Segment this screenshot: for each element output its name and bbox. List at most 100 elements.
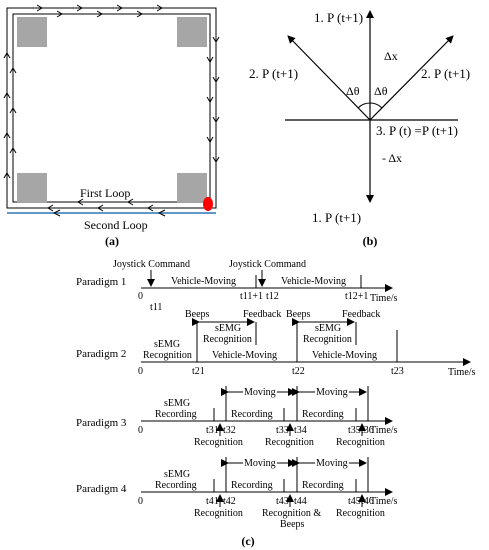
p3-t31: t31 (206, 425, 219, 436)
p4-t0: 0 (138, 496, 143, 507)
outer-loop-path (6, 7, 217, 209)
paradigm-2: Paradigm 2 Time/s Beeps Feedback Beeps F… (76, 309, 476, 378)
p2-semg-c: sEMG (315, 323, 341, 334)
down-label: 1. P (t+1) (312, 210, 361, 225)
p2-recognition-b: Recognition (203, 334, 252, 345)
p3-t0: 0 (138, 425, 143, 436)
p3-t33: t33 (276, 425, 289, 436)
direction-chevron (212, 116, 220, 123)
p2-recognition-c: Recognition (303, 334, 352, 345)
p1-t0: 0 (138, 291, 143, 302)
direction-chevron (9, 147, 17, 154)
direction-chevron (147, 204, 154, 212)
obstacle-bottom-left (17, 173, 47, 203)
p4-recognition-2a: Recognition & (262, 508, 321, 519)
p4-t46: t46 (361, 496, 374, 507)
left-label: 2. P (t+1) (249, 66, 298, 81)
dx-neg-label: - Δx (382, 151, 402, 165)
panel-a: First Loop Second Loop (a) (3, 4, 220, 248)
p3-t36: t36 (361, 425, 374, 436)
direction-chevron (3, 52, 11, 59)
direction-chevron (156, 4, 163, 12)
direction-chevron (136, 10, 143, 18)
paradigm-4: Paradigm 4 Moving Moving sEMG Recording … (76, 456, 398, 530)
p4-t44: t44 (294, 496, 307, 507)
start-marker (203, 197, 213, 211)
direction-chevron (3, 132, 11, 139)
p1-t11: t11 (150, 302, 162, 313)
p4-recording-3: Recording (302, 480, 344, 491)
diagonal-right-arrow (369, 35, 454, 121)
paradigm-1: Paradigm 1 Time/s Joystick Command Joyst… (76, 259, 398, 313)
p4-t41: t41 (206, 496, 219, 507)
right-label: 2. P (t+1) (421, 66, 470, 81)
direction-chevron (36, 4, 43, 12)
direction-chevron (3, 172, 11, 179)
dtheta-left-label: Δθ (346, 84, 360, 98)
panel-b: 1. P (t+1) 2. P (t+1) 2. P (t+1) Δx Δθ Δ… (249, 10, 470, 248)
p4-t43: t43 (276, 496, 289, 507)
center-label: 3. P (t) =P (t+1) (376, 123, 458, 138)
p2-t0: 0 (138, 366, 143, 377)
direction-chevron (3, 92, 11, 99)
p1-t12p: t12+1 (345, 291, 368, 302)
second-loop-label: Second Loop (84, 218, 148, 232)
p3-recognition-3: Recognition (336, 437, 385, 448)
p4-recognition-1: Recognition (194, 508, 243, 519)
direction-chevron (77, 198, 84, 206)
dx-pos-label: Δx (384, 49, 398, 63)
p3-t35: t35 (348, 425, 361, 436)
p4-semg: sEMG (164, 469, 190, 480)
paradigm-1-name: Paradigm 1 (76, 276, 126, 288)
p2-t22: t22 (292, 366, 305, 377)
p3-moving-1: Moving (244, 387, 276, 398)
p4-axis-unit: Time/s (370, 496, 398, 507)
direction-chevron (212, 76, 220, 83)
direction-chevron (206, 136, 214, 143)
paradigm-2-name: Paradigm 2 (76, 348, 126, 360)
p2-t23: t23 (391, 366, 404, 377)
direction-chevron (97, 204, 104, 212)
obstacle-top-right (177, 17, 207, 47)
p1-t11p: t11+1 (240, 291, 263, 302)
p1-vehicle-moving-1: Vehicle-Moving (171, 276, 236, 287)
p4-moving-1: Moving (244, 458, 276, 469)
panel-c: Paradigm 1 Time/s Joystick Command Joyst… (76, 259, 476, 548)
p2-beeps-1: Beeps (185, 309, 210, 320)
p3-axis-unit: Time/s (370, 425, 398, 436)
p2-beeps-2: Beeps (286, 309, 311, 320)
p4-moving-2: Moving (316, 458, 348, 469)
p2-semg-b: sEMG (215, 323, 241, 334)
direction-chevron (206, 96, 214, 103)
p1-vehicle-moving-2: Vehicle-Moving (281, 276, 346, 287)
paradigm-3-name: Paradigm 3 (76, 417, 127, 429)
p1-t12: t12 (266, 291, 279, 302)
direction-chevron (116, 4, 123, 12)
p4-recognition-3: Recognition (336, 508, 385, 519)
obstacle-top-left (17, 17, 47, 47)
direction-chevron (96, 10, 103, 18)
diagonal-left-arrow (287, 35, 371, 121)
direction-chevron (212, 36, 220, 43)
panel-c-label: (c) (241, 534, 254, 548)
p3-t32: t32 (223, 425, 236, 436)
p2-semg-a: sEMG (154, 339, 180, 350)
direction-chevron (206, 56, 214, 63)
p3-semg: sEMG (164, 398, 190, 409)
direction-arrows (3, 4, 220, 212)
direction-chevron (56, 10, 63, 18)
direction-chevron (76, 4, 83, 12)
p3-recognition-2: Recognition (265, 437, 314, 448)
second-loop-arrows (52, 209, 166, 217)
direction-chevron (9, 67, 17, 74)
direction-chevron (212, 156, 220, 163)
direction-chevron (9, 107, 17, 114)
p4-recording-1: Recording (155, 480, 197, 491)
p4-t45: t45 (348, 496, 361, 507)
panel-b-label: (b) (363, 234, 378, 248)
p1-joystick-command-1: Joystick Command (113, 259, 190, 270)
p4-recording-2: Recording (231, 480, 273, 491)
paradigm-1-axis-unit: Time/s (370, 293, 398, 304)
direction-chevron (127, 198, 134, 206)
